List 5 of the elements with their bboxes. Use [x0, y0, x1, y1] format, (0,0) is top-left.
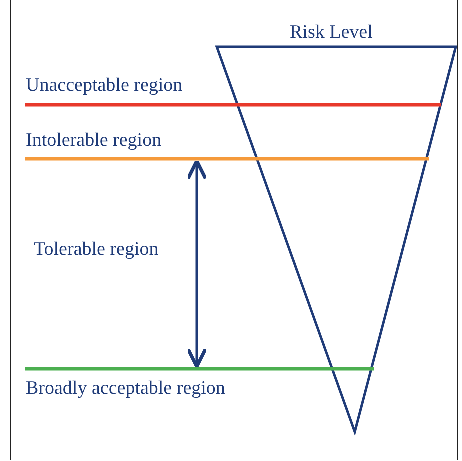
region-label: Intolerable region: [26, 130, 162, 152]
region-label: Unacceptable region: [26, 75, 183, 97]
axis-title: Risk Level: [290, 22, 373, 44]
region-label: Tolerable region: [34, 239, 159, 261]
region-label: Broadly acceptable region: [26, 378, 226, 400]
